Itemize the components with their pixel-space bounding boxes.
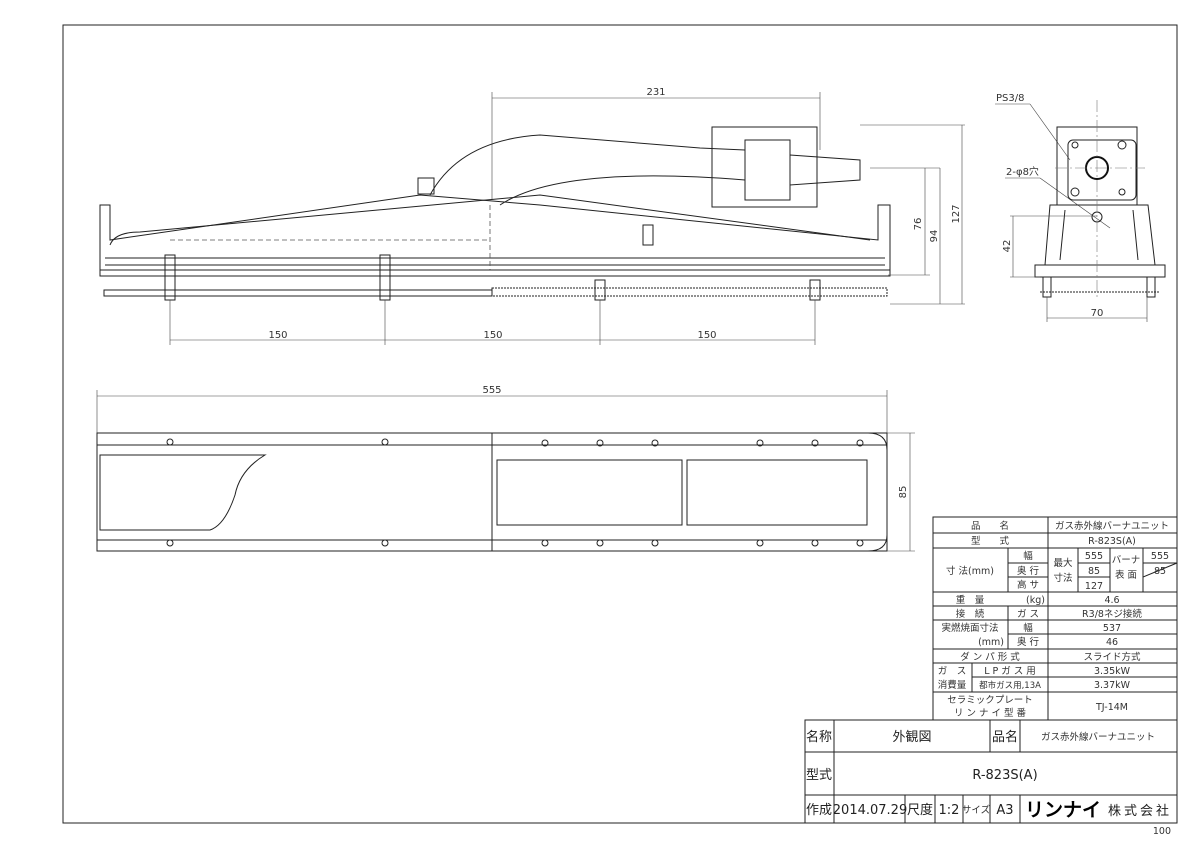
page-number: 100	[1153, 826, 1171, 837]
dim-85: 85	[898, 486, 909, 499]
dim-94: 94	[929, 230, 940, 243]
dim-231: 231	[646, 87, 665, 98]
plate-model: TJ-14M	[1095, 702, 1128, 713]
burn-area-unit: (mm)	[978, 637, 1004, 648]
dim-pitch-1: 150	[268, 330, 287, 341]
thread-label: PS3/8	[996, 93, 1024, 104]
plate-label-1: セラミックプレート	[947, 695, 1033, 706]
product-name-label: 品 名	[971, 520, 1009, 532]
burner-depth: 85	[1154, 566, 1166, 577]
model: R-823S(A)	[972, 768, 1037, 783]
burner-width: 555	[1151, 551, 1169, 562]
product-name: ガス赤外線バーナユニット	[1055, 520, 1169, 532]
model: R-823S(A)	[1088, 536, 1136, 547]
max-depth: 85	[1088, 566, 1100, 577]
dim-pitch-3: 150	[697, 330, 716, 341]
spec-table: 品 名 ガス赤外線バーナユニット 型 式 R-823S(A) 寸 法(mm) 幅…	[932, 516, 1178, 721]
title-block: 名称 外観図 品名 ガス赤外線バーナユニット 型式 R-823S(A) 作成 2…	[804, 719, 1178, 824]
dim-70: 70	[1091, 308, 1104, 319]
connection-gas: ガ ス	[1017, 609, 1039, 620]
dim-76: 76	[913, 218, 924, 231]
dim-555: 555	[482, 385, 501, 396]
burn-depth-label: 奥 行	[1017, 636, 1040, 648]
connection-label: 接 続	[956, 608, 985, 620]
name-label: 名称	[806, 729, 832, 745]
dim-42: 42	[1002, 240, 1013, 253]
lp-value: 3.35kW	[1094, 666, 1131, 677]
product: ガス赤外線バーナユニット	[1041, 731, 1155, 743]
max-dims-label-2: 寸法	[1053, 572, 1072, 584]
dims-label: 寸 法(mm)	[946, 565, 994, 577]
depth-label: 奥 行	[1017, 565, 1040, 577]
connection: R3/8ネジ接続	[1082, 608, 1142, 620]
burn-width-label: 幅	[1023, 622, 1033, 634]
max-dims-label-1: 最大	[1053, 557, 1073, 569]
company-logo: リンナイ	[1025, 799, 1101, 821]
burn-area-label: 実燃焼面寸法	[941, 622, 998, 634]
damper: スライド方式	[1083, 651, 1141, 663]
product-label: 品名	[992, 729, 1018, 745]
size: A3	[996, 803, 1013, 818]
burn-depth: 46	[1106, 637, 1118, 648]
hole-label: 2-φ8穴	[1006, 165, 1039, 178]
dim-pitch-2: 150	[483, 330, 502, 341]
max-width: 555	[1085, 551, 1103, 562]
size-label: サイズ	[962, 804, 991, 816]
burn-width: 537	[1103, 623, 1121, 634]
model-label: 型式	[806, 768, 832, 783]
company-suffix: 株式会社	[1108, 803, 1172, 819]
weight: 4.6	[1104, 595, 1119, 606]
dim-127: 127	[951, 204, 962, 223]
burner-label-2: 表 面	[1115, 569, 1137, 581]
max-height: 127	[1085, 581, 1103, 592]
burner-label-1: バーナ	[1112, 555, 1141, 566]
lp-label: L P ガ ス 用	[984, 666, 1036, 677]
city-value: 3.37kW	[1094, 680, 1131, 691]
drawing-name: 外観図	[892, 730, 931, 745]
end-view: PS3/8 2-φ8穴 42 70	[995, 93, 1166, 322]
weight-unit: (kg)	[1026, 595, 1045, 606]
model-label: 型 式	[971, 535, 1010, 547]
scale-label: 尺度	[907, 802, 933, 818]
city-label: 都市ガス用,13A	[979, 680, 1041, 691]
scale: 1:2	[939, 803, 960, 818]
side-view: 231 150 150 150 76	[99, 87, 965, 345]
height-label: 高 サ	[1017, 579, 1039, 591]
created-label: 作成	[806, 803, 832, 818]
gas-label: ガ ス	[938, 666, 967, 677]
damper-label: ダ ン パ 形 式	[960, 651, 1020, 663]
drawing-frame	[62, 24, 1178, 824]
consumption-label: 消費量	[938, 679, 967, 691]
plan-view: 555 85	[96, 385, 915, 552]
created-date: 2014.07.29	[833, 803, 907, 818]
plate-label-2: リ ン ナ イ 型 番	[954, 707, 1027, 719]
width-label: 幅	[1023, 550, 1033, 562]
weight-label: 重 量	[956, 594, 985, 606]
